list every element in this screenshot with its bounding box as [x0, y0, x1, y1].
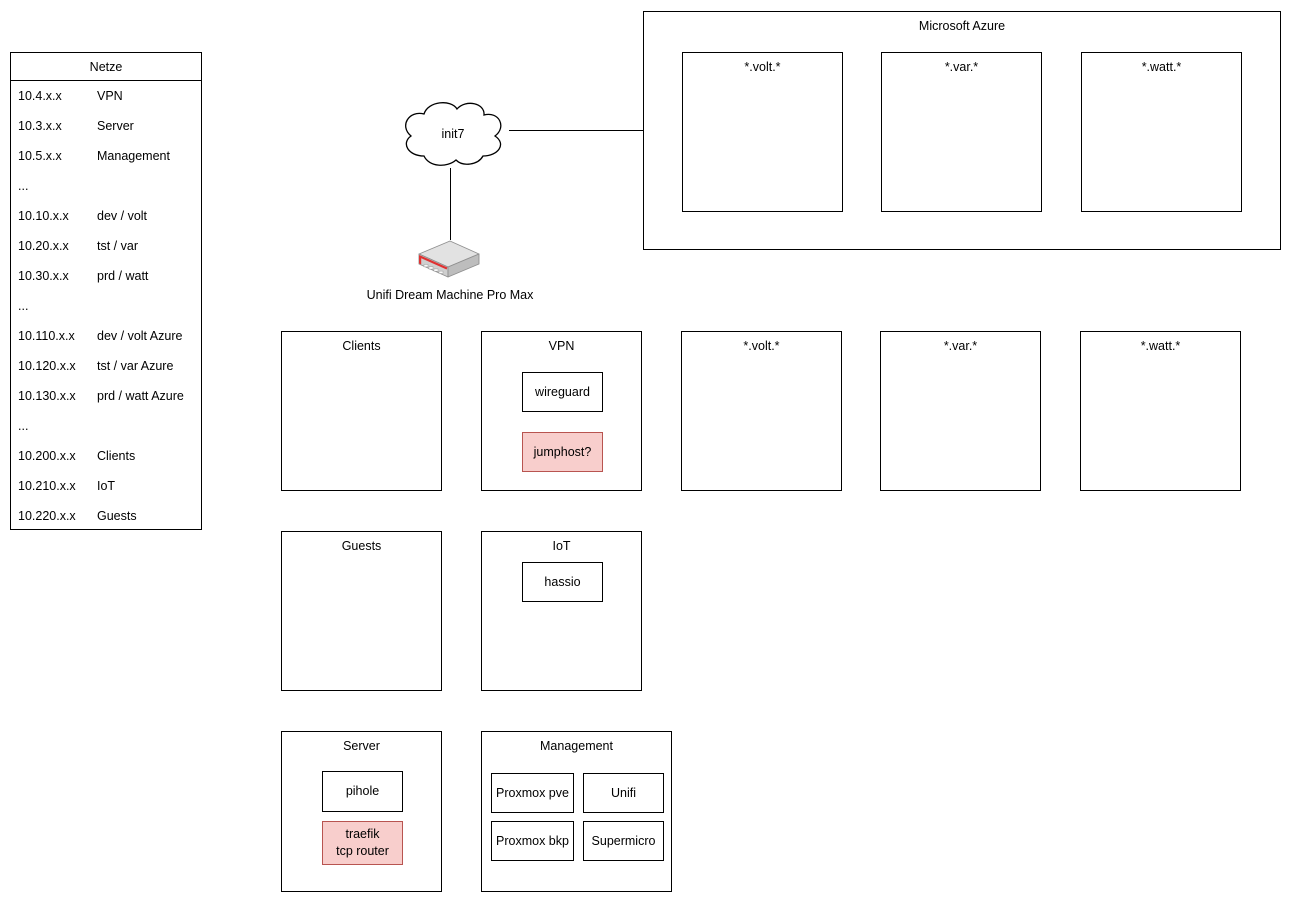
netze-table-title: Netze: [11, 53, 201, 81]
netze-row-name: VPN: [97, 89, 123, 103]
network-box-guests: Guests: [281, 531, 442, 691]
netze-table: Netze 10.4.x.x VPN 10.3.x.x Server 10.5.x.…: [10, 52, 202, 530]
netze-row-name: Clients: [97, 449, 136, 463]
netze-row-ip: 10.110.x.x: [18, 329, 75, 343]
netze-row-ip: 10.130.x.x: [18, 389, 76, 403]
netze-row-name: prd / watt Azure: [97, 389, 184, 403]
network-box-volt-title: *.volt.*: [743, 339, 780, 353]
network-box-management: Management Proxmox pve Unifi Proxmox bkp…: [481, 731, 672, 892]
netze-row-ip: 10.220.x.x: [18, 509, 76, 523]
netze-row-ellipsis: ...: [11, 291, 201, 321]
network-box-vpn-title: VPN: [548, 339, 575, 353]
netze-row-ip: ...: [18, 299, 29, 313]
node-proxmox-bkp: Proxmox bkp: [491, 821, 574, 861]
node-wireguard: wireguard: [522, 372, 603, 412]
azure-box-watt: *.watt.*: [1081, 52, 1242, 212]
network-box-management-title: Management: [540, 739, 613, 753]
netze-row-ip: 10.120.x.x: [18, 359, 76, 373]
node-jumphost: jumphost?: [522, 432, 603, 472]
netze-row-name: Guests: [97, 509, 137, 523]
netze-row: 10.120.x.x tst / var Azure: [11, 351, 201, 381]
network-box-server-title: Server: [343, 739, 380, 753]
netze-row-name: Server: [97, 119, 134, 133]
netze-row-ip: 10.10.x.x: [18, 209, 69, 223]
connector-cloud-to-azure: [509, 130, 643, 131]
azure-container-title: Microsoft Azure: [918, 19, 1006, 33]
netze-row: 10.220.x.x Guests: [11, 501, 201, 531]
router-label: Unifi Dream Machine Pro Max: [366, 288, 534, 302]
azure-container: Microsoft Azure *.volt.* *.var.* *.watt.…: [643, 11, 1281, 250]
network-box-server: Server pihole traefik tcp router: [281, 731, 442, 892]
netze-row-name: tst / var Azure: [97, 359, 174, 373]
netze-row-ip: 10.20.x.x: [18, 239, 69, 253]
netze-row: 10.210.x.x IoT: [11, 471, 201, 501]
netze-row-name: IoT: [97, 479, 116, 493]
netze-row-name: prd / watt: [97, 269, 149, 283]
connector-cloud-to-router: [450, 168, 451, 240]
netze-row-ip: 10.5.x.x: [18, 149, 62, 163]
node-proxmox-pve: Proxmox pve: [491, 773, 574, 813]
netze-row-name: Management: [97, 149, 170, 163]
router-icon: [418, 240, 480, 278]
netze-row-name: dev / volt Azure: [97, 329, 183, 343]
netze-row: 10.130.x.x prd / watt Azure: [11, 381, 201, 411]
netze-row-ip: 10.30.x.x: [18, 269, 69, 283]
netze-row: 10.5.x.x Management: [11, 141, 201, 171]
node-supermicro: Supermicro: [583, 821, 664, 861]
network-box-iot-title: IoT: [552, 539, 571, 553]
network-box-clients-title: Clients: [342, 339, 381, 353]
cloud-label: init7: [441, 127, 465, 141]
azure-box-var: *.var.*: [881, 52, 1042, 212]
netze-row-ip: 10.3.x.x: [18, 119, 62, 133]
internet-cloud: init7: [396, 98, 510, 170]
network-box-guests-title: Guests: [341, 539, 382, 553]
network-box-volt: *.volt.*: [681, 331, 842, 491]
cloud-icon: [405, 102, 502, 166]
netze-row: 10.30.x.x prd / watt: [11, 261, 201, 291]
netze-row-ip: 10.4.x.x: [18, 89, 62, 103]
azure-box-volt: *.volt.*: [682, 52, 843, 212]
network-box-watt: *.watt.*: [1080, 331, 1241, 491]
azure-box-watt-label: *.watt.*: [1141, 60, 1182, 74]
netze-row-ip: ...: [18, 419, 29, 433]
network-box-clients: Clients: [281, 331, 442, 491]
azure-box-var-label: *.var.*: [944, 60, 979, 74]
network-box-var-title: *.var.*: [943, 339, 978, 353]
network-box-var: *.var.*: [880, 331, 1041, 491]
network-box-vpn: VPN wireguard jumphost?: [481, 331, 642, 491]
netze-row-name: dev / volt: [97, 209, 148, 223]
netze-row: 10.20.x.x tst / var: [11, 231, 201, 261]
netze-row: 10.10.x.x dev / volt: [11, 201, 201, 231]
network-box-iot: IoT hassio: [481, 531, 642, 691]
netze-row: 10.3.x.x Server: [11, 111, 201, 141]
netze-row: 10.4.x.x VPN: [11, 81, 201, 111]
node-unifi: Unifi: [583, 773, 664, 813]
netze-row-ip: ...: [18, 179, 29, 193]
network-box-watt-title: *.watt.*: [1140, 339, 1181, 353]
netze-row: 10.110.x.x dev / volt Azure: [11, 321, 201, 351]
netze-row-ellipsis: ...: [11, 171, 201, 201]
netze-row-ellipsis: ...: [11, 411, 201, 441]
netze-row-ip: 10.200.x.x: [18, 449, 76, 463]
node-pihole: pihole: [322, 771, 403, 812]
node-hassio: hassio: [522, 562, 603, 602]
node-traefik-tcp-router: traefik tcp router: [322, 821, 403, 865]
netze-row: 10.200.x.x Clients: [11, 441, 201, 471]
netze-row-name: tst / var: [97, 239, 138, 253]
azure-box-volt-label: *.volt.*: [744, 60, 781, 74]
netze-row-ip: 10.210.x.x: [18, 479, 76, 493]
